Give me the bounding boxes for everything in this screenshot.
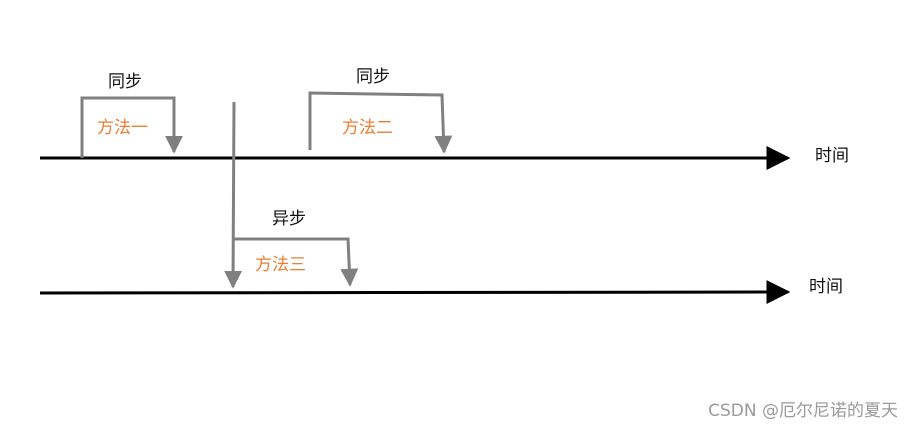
sync-label-1: 同步 [108,72,142,92]
time-axis-label-top: 时间 [815,146,849,166]
watermark: CSDN @厄尔尼诺的夏天 [708,401,898,421]
timeline-axis-bottom [39,280,791,305]
sync-label-2: 同步 [356,67,390,87]
async-call-arrow [224,101,243,289]
async-label: 异步 [272,209,306,229]
method-2-label: 方法二 [342,118,393,138]
method-3-label: 方法三 [255,255,306,275]
method-3-async-bracket [234,237,359,287]
method-2-sync-bracket [308,91,453,154]
method-1-sync-bracket [80,96,183,158]
method-1-label: 方法一 [97,118,148,138]
time-axis-label-bottom: 时间 [809,277,843,297]
